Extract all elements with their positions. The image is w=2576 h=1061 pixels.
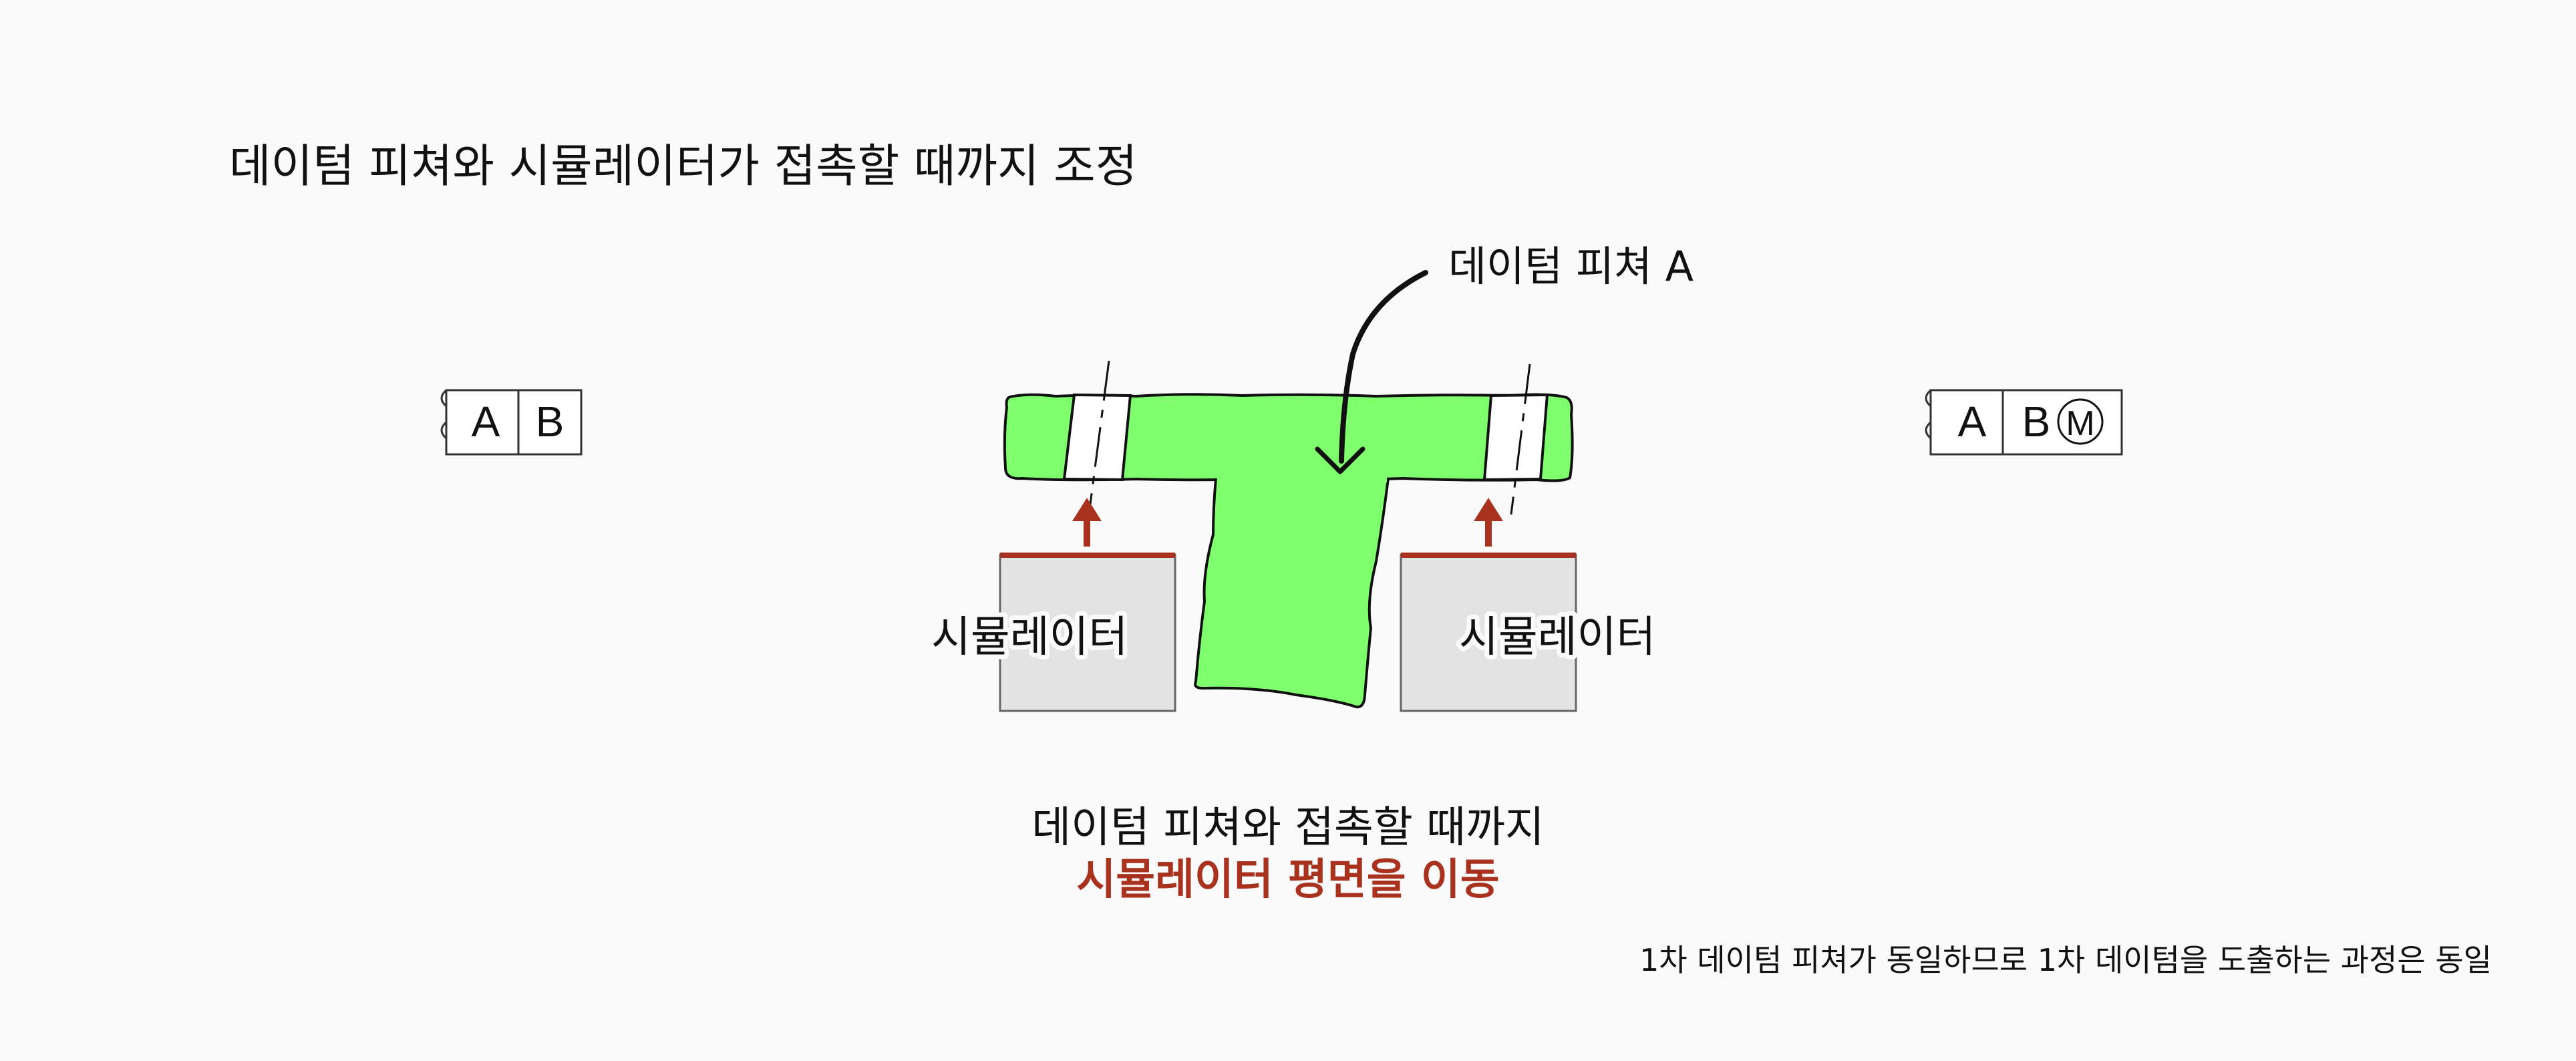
frame-cell-primary: A — [1958, 398, 1987, 446]
hole-centerline-right — [1510, 363, 1531, 515]
caption-line-1: 데이텀 피쳐와 접촉할 때까지 — [1031, 803, 1545, 853]
mmc-modifier-circle — [2057, 398, 2104, 445]
page-title: 데이텀 피쳐와 시뮬레이터가 접촉할 때까지 조정 — [229, 140, 1137, 193]
move-arrow-up-icon — [1072, 498, 1102, 521]
part-stem — [1194, 478, 1390, 709]
footnote: 1차 데이텀 피쳐가 동일하므로 1차 데이텀을 도출하는 과정은 동일 — [1639, 942, 2492, 978]
simulator-label-left: 시뮬레이터 — [931, 613, 1128, 662]
part-hole-right — [1482, 393, 1549, 482]
part-flange — [1003, 393, 1574, 482]
hole-centerline-left — [1088, 360, 1110, 515]
feature-control-frame-right: A B M — [1925, 389, 2123, 456]
leader-arrowhead — [1315, 446, 1365, 474]
simulator-label-right: 시뮬레이터 — [1459, 613, 1655, 662]
datum-feature-leader — [1339, 270, 1428, 464]
frame-border — [445, 389, 583, 456]
simulator-right — [1400, 498, 1577, 712]
simulator-block — [1400, 553, 1577, 712]
frame-cell-secondary: B — [536, 398, 565, 446]
part-datum-feature — [1003, 360, 1574, 709]
move-arrow-up-icon — [1474, 498, 1503, 521]
simulator-left — [999, 498, 1176, 712]
mmc-modifier-letter: M — [2066, 404, 2094, 443]
feature-control-frame-left: A B — [440, 389, 583, 456]
datum-feature-label: 데이텀 피쳐 A — [1448, 242, 1694, 291]
caption-line-2: 시뮬레이터 평면을 이동 — [1076, 855, 1499, 905]
frame-cell-secondary: B — [2022, 398, 2051, 446]
frame-cell-primary: A — [472, 398, 500, 446]
part-hole-left — [1062, 393, 1132, 482]
